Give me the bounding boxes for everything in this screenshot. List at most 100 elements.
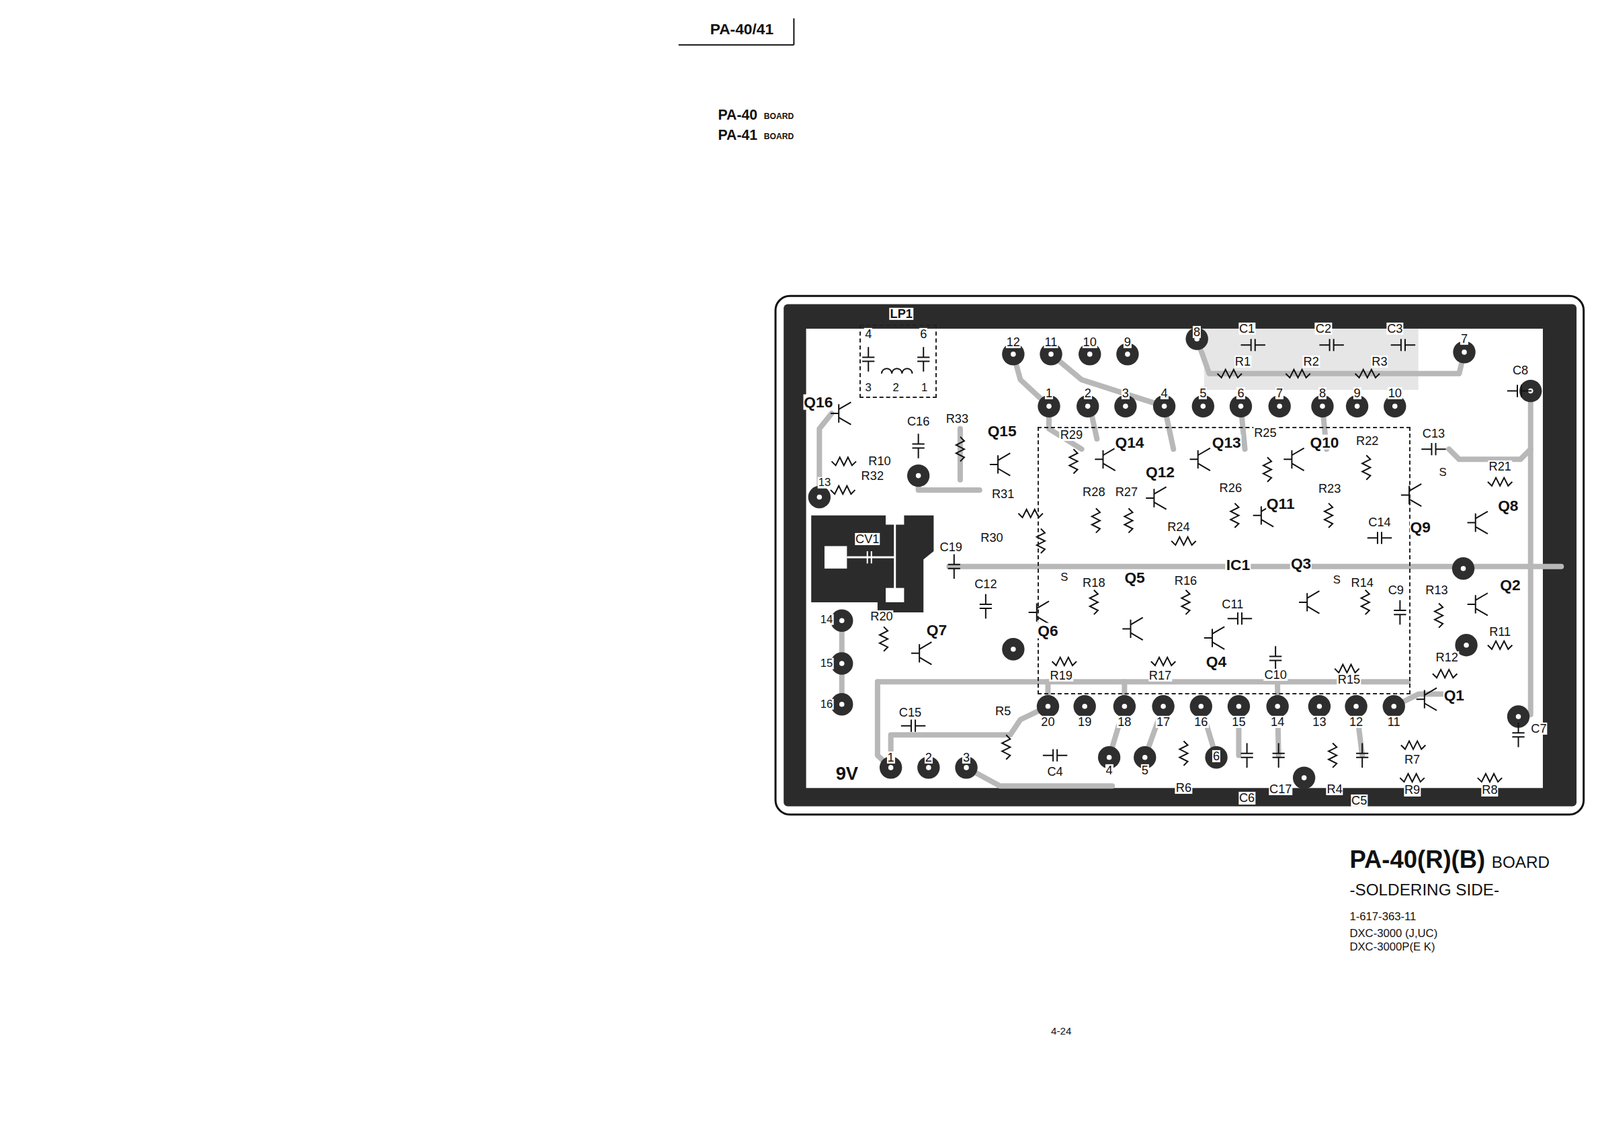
resistor-symbol [1124,508,1133,533]
pad-hole [1106,754,1113,761]
solder-pad [1073,694,1096,718]
board-label: 5 [1198,387,1207,400]
board-label: 16 [1193,714,1209,728]
board-label: 3 [864,382,873,394]
board-label: Q13 [1211,434,1242,450]
board-label: Q6 [1036,622,1059,639]
board-label: 6 [919,327,928,340]
solder-pad [1113,694,1136,718]
transistor-symbol [1204,626,1225,649]
board-label: Q4 [1205,653,1228,670]
board-label: R12 [1435,651,1459,664]
board-label: 15 [819,657,834,670]
pad-hole [1238,403,1244,410]
board-label: R24 [1166,520,1191,533]
pad-hole [1460,565,1467,572]
board-label: 9 [1123,335,1132,349]
board-label: Q12 [1145,463,1176,480]
pad-hole [1301,774,1308,781]
board-label: BOARD [763,112,795,121]
board-label: 6 [1212,749,1221,763]
board-label: R22 [1355,434,1379,447]
capacitor-symbol [1319,338,1344,351]
pad-hole [1122,703,1128,709]
header-rule [678,44,795,46]
solder-pad [1308,694,1331,718]
capacitor-symbol [1356,742,1369,767]
board-label: 4 [1105,764,1114,777]
board-label: DXC-3000 (J,UC) [1348,928,1439,940]
board-label: R16 [1173,574,1198,587]
resistor-symbol [1230,503,1239,528]
board-label: 8 [1318,387,1327,400]
resistor-symbol [1355,369,1380,378]
transistor-symbol [1190,448,1211,471]
capacitor-symbol [1391,338,1416,351]
pad-hole [1461,349,1467,355]
board-label: R30 [979,531,1004,544]
board-label: C5 [1350,793,1368,806]
capacitor-symbol [1240,742,1253,767]
board-label: Q5 [1123,569,1146,586]
board-label: R18 [1081,576,1106,589]
board-label: Q14 [1114,434,1145,450]
capacitor-symbol [1507,384,1532,397]
solder-pad [1382,694,1406,718]
board-label: Q3 [1290,555,1312,572]
board-label: 11 [1386,714,1402,728]
board-label: 1 [887,751,896,764]
block-label: LP1 [889,307,914,320]
board-label: 19 [1077,714,1092,728]
board-label: C14 [1367,516,1392,529]
resistor-symbol [1324,503,1333,528]
resistor-symbol [1001,734,1010,759]
capacitor-symbol [917,346,930,371]
copper-trace [1050,354,1165,406]
capacitor-symbol [1367,531,1392,544]
board-label: R4 [1326,782,1344,795]
page-heading: PA-40/41 [709,20,775,37]
capacitor-symbol [1042,749,1068,762]
capacitor-symbol [912,433,925,458]
pad-hole [1124,351,1131,357]
board-label: R31 [991,487,1015,500]
board-label: R7 [1403,753,1421,766]
solder-pad [830,692,853,715]
board-label: 13 [817,477,832,489]
pad-hole [1391,703,1397,709]
pad-hole [888,764,894,771]
transistor-symbol [1467,511,1488,534]
board-label: 11 [1044,335,1059,349]
board-label: BOARD [763,132,795,141]
board-label: R13 [1424,583,1449,597]
board-label: R32 [860,469,885,482]
board-label: PA-41 [717,128,759,143]
copper-trace [1448,391,1531,460]
board-label: R21 [1487,460,1512,473]
pad-hole [1236,703,1242,709]
pad-hole [1516,713,1522,720]
board-label: 12 [1348,714,1364,728]
board-label: Q11 [1266,495,1296,511]
board-label: C13 [1421,427,1446,440]
resistor-symbol [1399,773,1424,782]
solder-pad [808,485,831,509]
pad-hole [1087,351,1093,357]
board-label: 1-617-363-11 [1348,910,1417,922]
board-label: 7 [1460,332,1469,345]
hatched-area [1204,328,1419,390]
pad-hole [1160,703,1166,709]
pad-hole [839,660,845,666]
board-label: -SOLDERING SIDE- [1348,881,1500,898]
solder-pad [1204,745,1228,769]
pad-hole [1276,403,1283,410]
resistor-symbol [1328,742,1337,767]
board-label: 3 [1121,387,1130,400]
pad-hole [1198,703,1204,709]
board-label: 7 [1275,387,1284,400]
board-label: C10 [1263,668,1287,681]
board-label: R25 [1253,426,1277,439]
resistor-symbol [1089,590,1099,615]
resistor-symbol [1217,369,1242,378]
resistor-symbol [1361,590,1370,615]
